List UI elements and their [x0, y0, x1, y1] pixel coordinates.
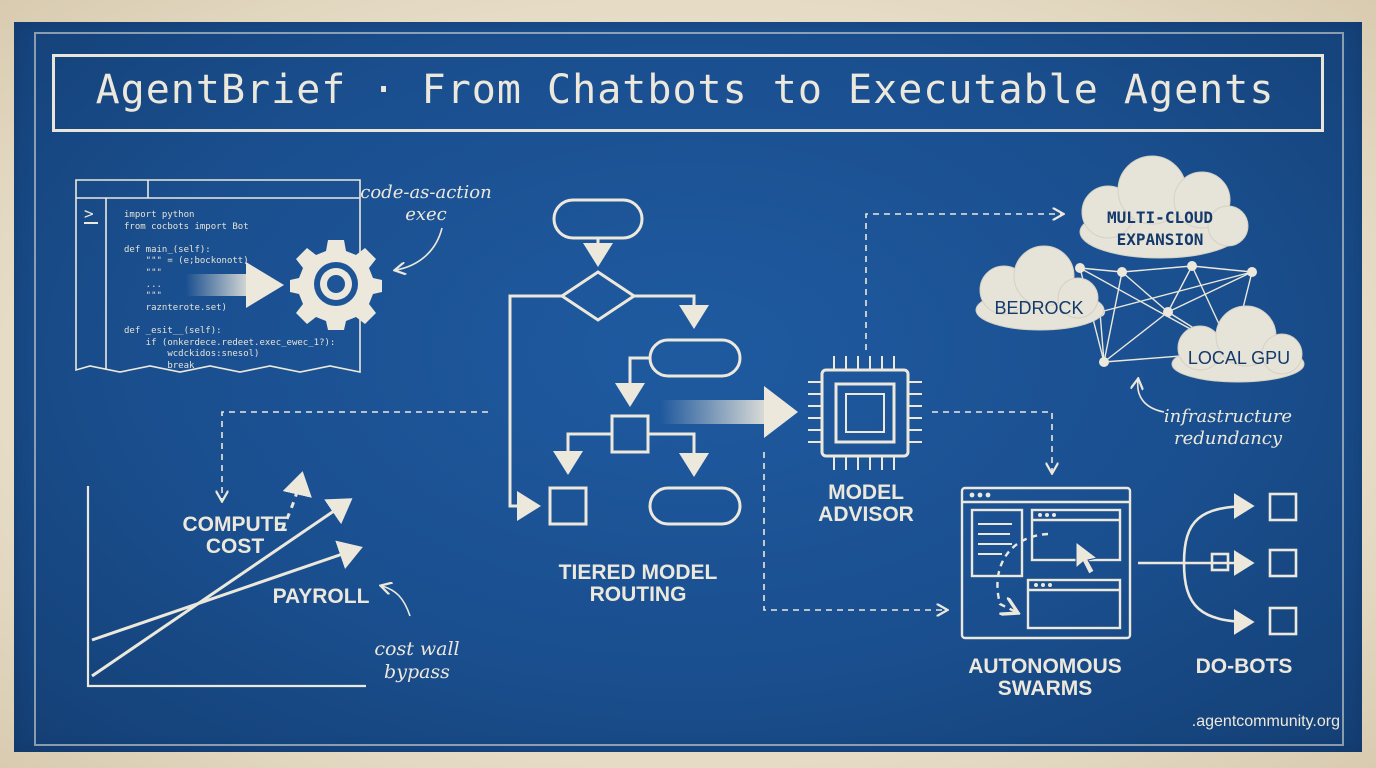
code-to-gear-arrowhead — [246, 262, 284, 308]
page-title: AgentBrief · From Chatbots to Executable… — [95, 67, 1275, 113]
swarms-window-icon — [960, 486, 1132, 640]
payroll-label: PAYROLL — [272, 585, 370, 608]
cloud-local-gpu-icon — [1171, 305, 1305, 383]
title-frame — [52, 54, 1324, 132]
compute-cost-label: COMPUTE COST — [182, 513, 288, 559]
advisor-to-cloud-dashed-connector — [865, 214, 1062, 350]
footer-url: .agentcommunity.org — [1191, 713, 1340, 730]
cost-chart — [86, 471, 366, 688]
code-line: def main_(self): — [124, 244, 211, 255]
code-line: wcdckidos:snesol) — [124, 349, 260, 360]
chart-axes — [86, 486, 366, 688]
cursor-icon — [1075, 540, 1099, 575]
tiered-routing-label: TIERED MODEL ROUTING — [558, 561, 718, 607]
gear-icon — [290, 240, 382, 330]
cpu-chip-icon — [808, 356, 922, 470]
code-line: ... — [124, 279, 162, 290]
compute-cost-rise-arrow — [280, 471, 312, 531]
code-line: """ = (e;bockonott) — [124, 256, 249, 267]
code-line: """ — [124, 291, 162, 302]
payroll-line — [91, 540, 363, 642]
code-line: from cocbots import Bot — [124, 221, 249, 232]
routing-to-advisor-arrowhead — [764, 386, 798, 438]
tiered-routing-flowchart — [508, 198, 742, 526]
window-dots — [969, 492, 1056, 587]
multi-cloud-label: MULTI-CLOUD EXPANSION — [1107, 208, 1213, 249]
terminal-cursor-icon — [84, 222, 98, 224]
code-line: def _esit__(self): — [124, 326, 222, 336]
routing-to-advisor-arrow-shaft — [660, 400, 770, 424]
code-line: if (onkerdece.redeet.exec_ewec_1?): — [124, 337, 336, 348]
routing-to-chart-dashed-connector — [222, 411, 488, 500]
code-line: import python — [124, 210, 195, 220]
code-line: break — [124, 360, 195, 371]
cloud-bedrock-icon — [975, 245, 1105, 331]
bedrock-label: BEDROCK — [994, 298, 1084, 318]
cost-wall-annotation: cost wall bypass — [374, 638, 460, 683]
infra-annotation: infrastructure redundancy — [1163, 406, 1293, 449]
cloud-multi-icon — [1079, 155, 1249, 259]
terminal-prompt-icon: > — [84, 204, 94, 223]
code-action-annotation: code-as-action exec — [360, 182, 492, 225]
compute-cost-line — [91, 498, 353, 678]
code-line: raznterote.set) — [124, 302, 227, 313]
autonomous-swarms-label: AUTONOMOUS SWARMS — [968, 655, 1122, 701]
code-terminal-panel — [75, 179, 361, 373]
advisor-to-swarms-dashed-connector — [932, 411, 1052, 472]
code-line: """ — [124, 268, 162, 278]
model-advisor-label: MODEL ADVISOR — [818, 481, 914, 527]
routing-to-swarms-dashed-connector — [763, 452, 946, 610]
code-action-annotation-arrow — [396, 227, 443, 270]
local-gpu-label: LOCAL GPU — [1187, 348, 1291, 368]
infra-annotation-arrow — [1138, 380, 1165, 413]
cost-wall-annotation-arrow — [382, 586, 411, 617]
dobots-label: DO-BOTS — [1195, 655, 1293, 678]
board-border — [34, 32, 1344, 746]
dobots-branch-tree — [1138, 492, 1298, 636]
code-to-gear-arrow-shaft — [186, 274, 252, 296]
